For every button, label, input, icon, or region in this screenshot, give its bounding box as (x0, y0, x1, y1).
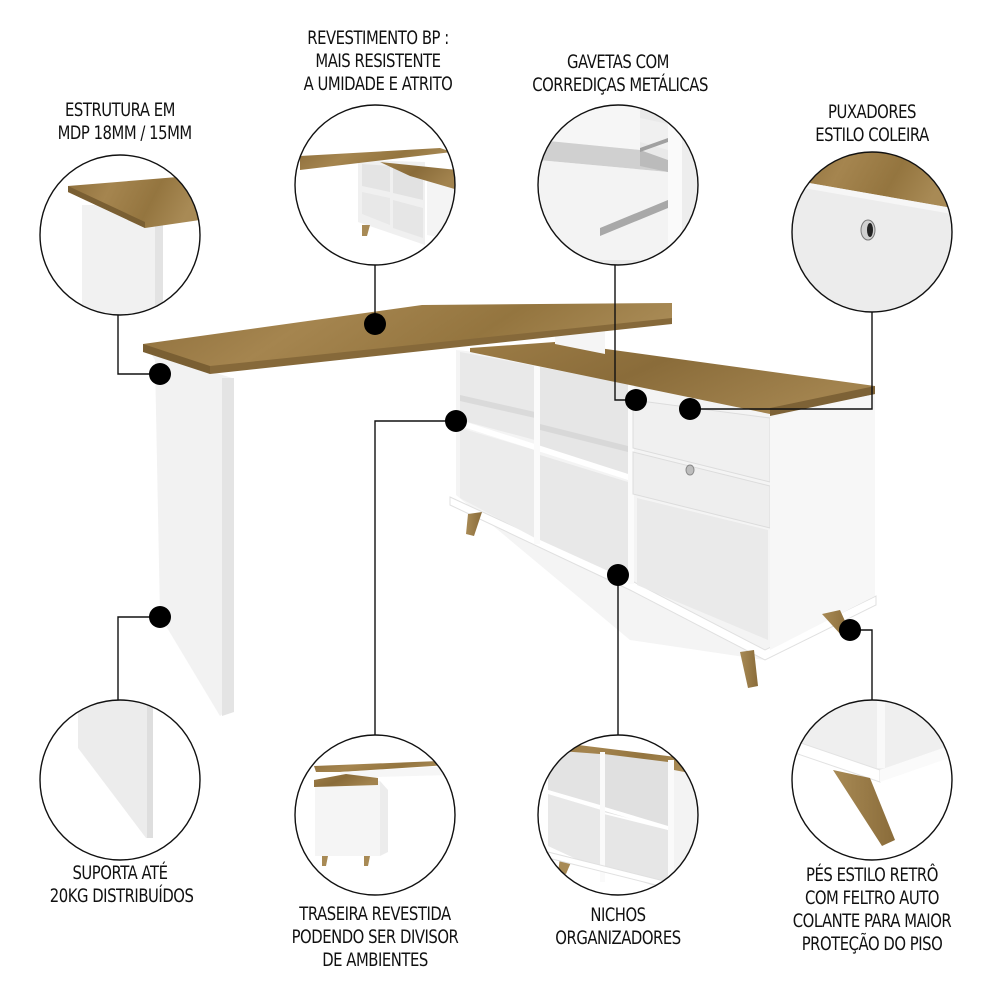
dot-revestimento[interactable] (364, 313, 386, 335)
zoom-circle-traseira (294, 734, 456, 896)
leader-puxadores (690, 312, 873, 410)
label-line: PÉS ESTILO RETRÔ (806, 864, 938, 886)
label-line: PUXADORES (827, 101, 917, 123)
dot-gavetas[interactable] (625, 389, 647, 411)
label-line: REVESTIMENTO BP : (307, 27, 449, 49)
zoom-circle-pes (791, 699, 953, 861)
label-revestimento: REVESTIMENTO BP : MAIS RESISTENTE A UMID… (300, 27, 456, 96)
main-tabletop (143, 303, 672, 372)
label-line: COLANTE PARA MAIOR (792, 910, 952, 932)
desk-illustration (143, 303, 877, 716)
leader-suporta (117, 616, 160, 700)
zoom-circle-nichos (537, 734, 699, 896)
label-line: SUPORTA ATÉ (72, 862, 168, 884)
label-line: 20KG DISTRIBUÍDOS (49, 885, 194, 907)
callout-dots (149, 313, 861, 641)
left-side-panel (150, 352, 232, 716)
label-line: CORREDIÇAS METÁLICAS (532, 74, 708, 96)
label-line: NICHOS (590, 904, 646, 926)
label-line: TRASEIRA REVESTIDA (299, 903, 451, 925)
label-line: GAVETAS COM (566, 51, 669, 73)
dot-puxadores[interactable] (679, 398, 701, 420)
label-line: A UMIDADE E ATRITO (303, 73, 453, 95)
label-estrutura: ESTRUTURA EM MDP 18MM / 15MM (57, 99, 193, 145)
label-line: ESTRUTURA EM (65, 99, 175, 121)
drawers (632, 399, 776, 640)
dot-traseira[interactable] (445, 410, 467, 432)
zoom-circle-revestimento (294, 104, 456, 266)
zoom-circle-gavetas (537, 104, 699, 266)
zoom-circle-puxadores (791, 151, 953, 313)
zoom-circle-estrutura (39, 154, 201, 316)
label-line: COM FELTRO AUTO (804, 887, 940, 909)
label-line: ORGANIZADORES (555, 927, 681, 949)
dot-estrutura[interactable] (149, 363, 171, 385)
zoom-circle-suporta (39, 699, 201, 861)
leader-traseira (374, 420, 456, 735)
label-line: ESTILO COLEIRA (815, 124, 929, 146)
dot-suporta[interactable] (149, 606, 171, 628)
label-line: PODENDO SER DIVISOR (291, 926, 459, 948)
drawer-pull-hole (685, 464, 695, 476)
label-pes: PÉS ESTILO RETRÔ COM FELTRO AUTO COLANTE… (790, 864, 954, 956)
label-line: DE AMBIENTES (322, 949, 428, 971)
label-line: MAIS RESISTENTE (315, 50, 441, 72)
label-traseira: TRASEIRA REVESTIDA PODENDO SER DIVISOR D… (289, 903, 461, 972)
label-line: PROTEÇÃO DO PISO (801, 933, 943, 955)
label-line: MDP 18MM / 15MM (57, 122, 193, 144)
label-nichos: NICHOS ORGANIZADORES (548, 904, 688, 950)
dot-pes[interactable] (839, 619, 861, 641)
leader-estrutura (117, 315, 160, 375)
dot-nichos[interactable] (607, 564, 629, 586)
label-gavetas: GAVETAS COM CORREDIÇAS METÁLICAS (532, 51, 708, 97)
niches (460, 352, 634, 584)
leader-pes (850, 629, 873, 700)
label-puxadores: PUXADORES ESTILO COLEIRA (802, 101, 942, 147)
legs (466, 512, 850, 688)
leader-lines (117, 265, 873, 735)
right-tabletop (470, 342, 875, 414)
label-suporta: SUPORTA ATÉ 20KG DISTRIBUÍDOS (49, 862, 194, 908)
